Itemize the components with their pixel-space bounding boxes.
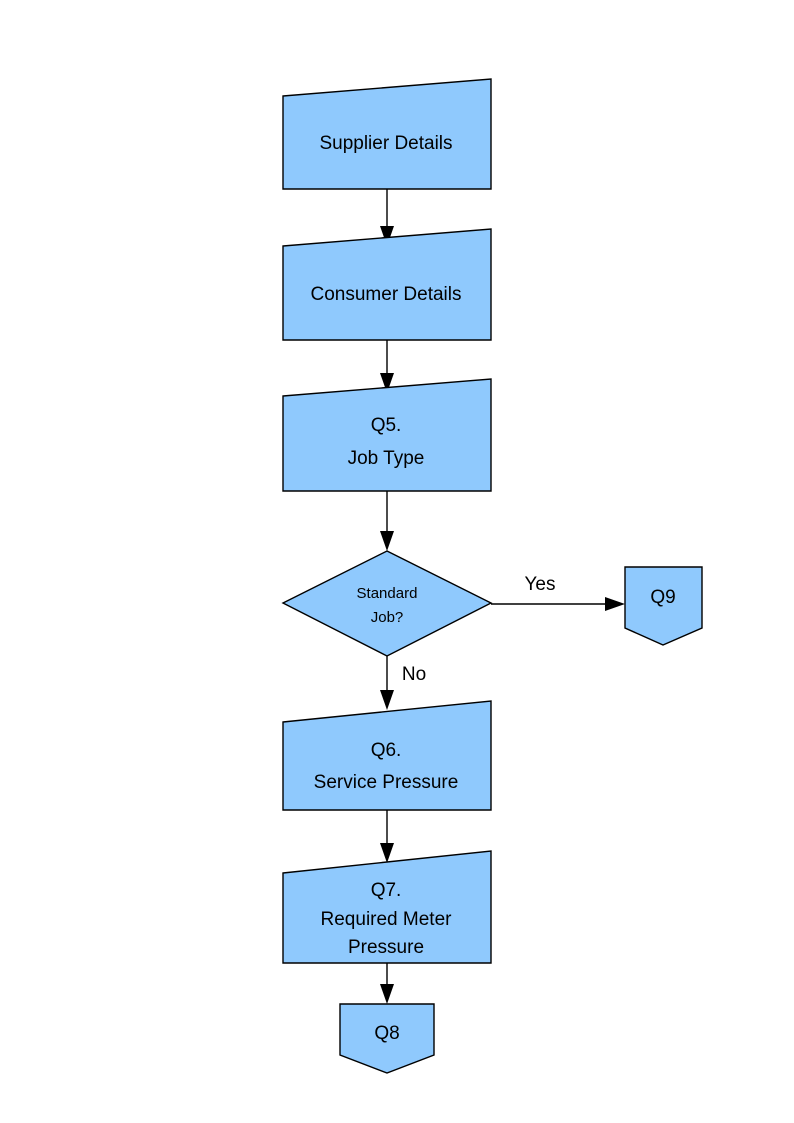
node-label-q9: Q9: [650, 587, 675, 608]
node-shape-down-pentagon[interactable]: [624, 566, 703, 646]
arrowhead-icon: [380, 984, 394, 1004]
arrowhead-icon: [605, 597, 625, 611]
node-q8[interactable]: Q8: [339, 1003, 435, 1074]
edge-consumer-to-q5: [380, 340, 394, 393]
node-label-decision-line1: Standard: [357, 585, 418, 602]
node-label-q5-line1: Q5.: [371, 415, 402, 436]
node-label-q7-line3: Pressure: [348, 937, 424, 958]
node-label-q8: Q8: [374, 1023, 399, 1044]
node-q9[interactable]: Q9: [624, 566, 703, 646]
node-q6-service-pressure[interactable]: Q6. Service Pressure: [282, 700, 492, 811]
node-standard-job-decision[interactable]: Standard Job?: [281, 550, 493, 657]
node-shape-diamond[interactable]: [281, 550, 493, 657]
edge-label-yes: Yes: [525, 574, 556, 595]
node-shape-slanted-top-box[interactable]: [282, 378, 492, 492]
node-label-consumer-details: Consumer Details: [311, 284, 462, 305]
node-shape-down-pentagon[interactable]: [339, 1003, 435, 1074]
node-shape-slanted-top-box[interactable]: [282, 700, 492, 811]
edge-q7-to-q8: [380, 963, 394, 1004]
node-label-q7-line2: Required Meter: [321, 909, 453, 930]
node-shape-slanted-top-box[interactable]: [282, 850, 492, 964]
node-consumer-details[interactable]: Consumer Details: [282, 228, 492, 341]
arrowhead-icon: [380, 373, 394, 393]
edge-label-no: No: [402, 664, 426, 685]
node-label-decision-line2: Job?: [371, 609, 404, 626]
node-label-q5-line2: Job Type: [348, 448, 425, 469]
node-q5-job-type[interactable]: Q5. Job Type: [282, 378, 492, 492]
arrowhead-icon: [380, 226, 394, 246]
edge-q6-to-q7: [380, 810, 394, 863]
node-label-q6-line1: Q6.: [371, 740, 402, 761]
arrowhead-icon: [380, 843, 394, 863]
node-q7-required-meter-pressure[interactable]: Q7. Required Meter Pressure: [282, 850, 492, 964]
arrowhead-icon: [380, 690, 394, 710]
node-supplier-details[interactable]: Supplier Details: [282, 78, 492, 190]
edge-decision-to-q6: No: [380, 656, 426, 710]
edge-supplier-to-consumer: [380, 189, 394, 246]
edge-decision-to-q9: Yes: [491, 574, 625, 611]
node-label-q6-line2: Service Pressure: [314, 772, 459, 793]
node-shape-slanted-top-box[interactable]: [282, 78, 492, 190]
node-label-supplier-details: Supplier Details: [319, 133, 452, 154]
arrowhead-icon: [380, 531, 394, 551]
node-label-q7-line1: Q7.: [371, 880, 402, 901]
edge-q5-to-decision: [380, 491, 394, 551]
node-shape-slanted-top-box[interactable]: [282, 228, 492, 341]
